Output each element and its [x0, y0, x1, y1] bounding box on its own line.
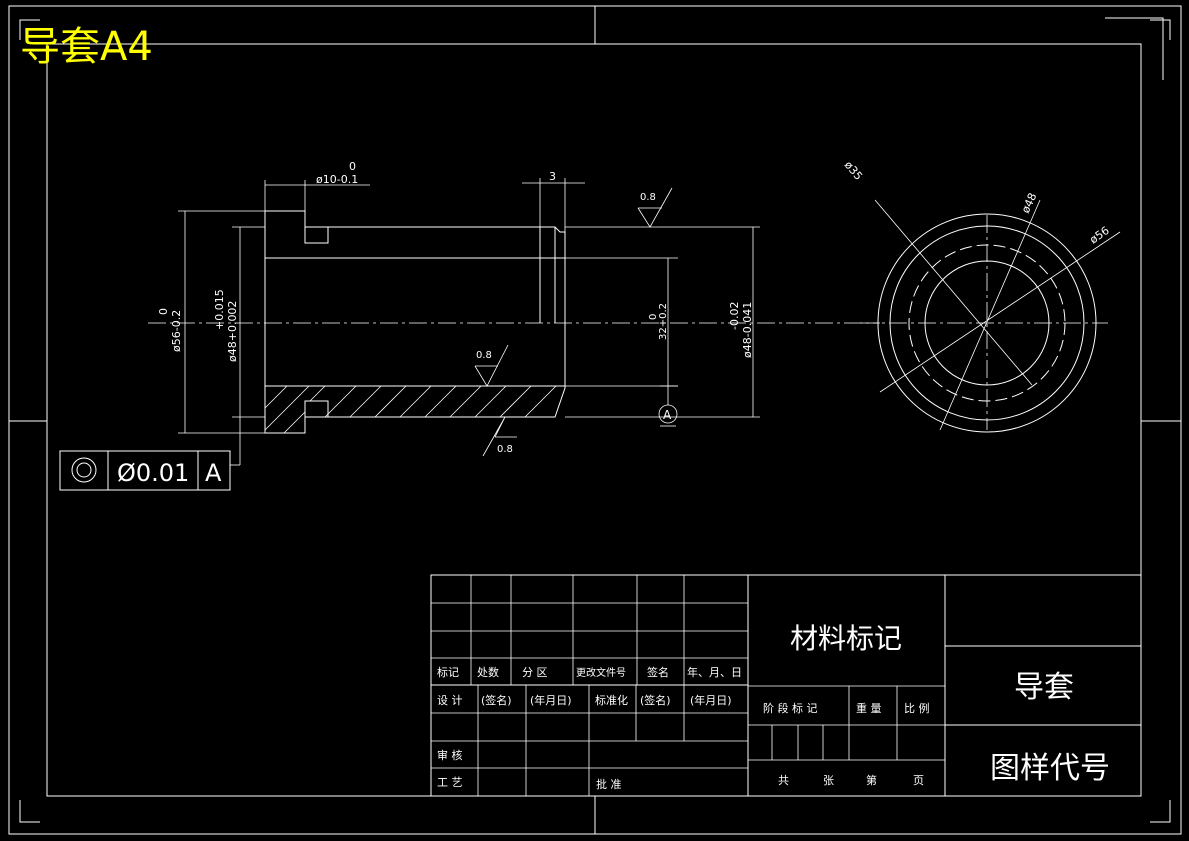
hole-tol-upper: 0 — [349, 160, 356, 173]
stage-header-2: 比 例 — [904, 701, 930, 715]
end-dia-56: ø56 — [1087, 224, 1111, 247]
rev-header-0: 标记 — [437, 665, 459, 679]
design-row-5: (年月日) — [690, 693, 732, 707]
roughness-top-value: 0.8 — [640, 192, 656, 203]
end-dia-48: ø48 — [1019, 191, 1040, 215]
roughness-symbol-bottom — [482, 416, 517, 457]
part-name: 导套 — [1014, 670, 1074, 705]
rev-header-2: 分 区 — [522, 666, 548, 679]
drawing-code: 图样代号 — [990, 751, 1110, 786]
hole-dim-label: ø10-0.1 — [316, 173, 358, 186]
review-label: 审 核 — [437, 748, 463, 762]
roughness-bottom-value: 0.8 — [497, 444, 513, 455]
material-label: 材料标记 — [790, 622, 902, 655]
sheet-row-1: 张 — [823, 774, 834, 787]
outer-dim-label: ø56-0.2 — [170, 310, 183, 352]
rev-header-4: 签名 — [647, 665, 669, 679]
design-row-4: (签名) — [640, 693, 671, 707]
tolerance-value: Ø0.01 — [117, 459, 189, 487]
datum-label: A — [663, 408, 672, 422]
sheet-row-2: 第 — [866, 773, 877, 787]
roughness-symbol-top — [637, 187, 673, 228]
length-tol-upper: 0 — [648, 314, 659, 320]
rev-header-1: 处数 — [477, 666, 499, 679]
stage-header-1: 重 量 — [856, 701, 882, 715]
section-view — [148, 210, 880, 434]
rev-header-3: 更改文件号 — [576, 666, 626, 679]
length-dim-label: 32+0.2 — [658, 303, 669, 340]
roughness-mid-value: 0.8 — [476, 350, 492, 361]
tolerance-frame — [59, 450, 231, 491]
design-row-0: 设 计 — [437, 694, 463, 707]
tolerance-datum: A — [205, 459, 222, 487]
end-dia-35: ø35 — [842, 159, 865, 183]
approve-label: 批 准 — [596, 777, 622, 791]
process-label: 工 艺 — [437, 776, 463, 789]
datum-symbol — [658, 385, 678, 427]
outer-tol-upper: 0 — [157, 308, 170, 315]
end-view — [860, 199, 1121, 433]
sheet-label: 导套A4 — [20, 24, 153, 70]
bore-dim-label: ø48+0.002 — [226, 301, 239, 362]
sheet-row-0: 共 — [778, 774, 789, 787]
design-row-1: (签名) — [481, 693, 512, 707]
groove-dim-label: 3 — [549, 170, 556, 183]
section-hatching — [264, 385, 557, 434]
design-row-3: 标准化 — [595, 693, 628, 707]
sheet-row-3: 页 — [913, 774, 924, 787]
right-dim-label: ø48-0.041 — [741, 302, 754, 358]
dimension-lines — [178, 178, 754, 466]
design-row-2: (年月日) — [530, 693, 572, 707]
bore-tol-upper: +0.015 — [213, 289, 226, 330]
stage-header-0: 阶 段 标 记 — [763, 701, 818, 715]
rev-header-5: 年、月、日 — [687, 665, 742, 679]
roughness-symbol-mid — [474, 344, 509, 387]
right-tol-upper: -0.02 — [728, 302, 741, 330]
title-block — [430, 574, 1142, 797]
